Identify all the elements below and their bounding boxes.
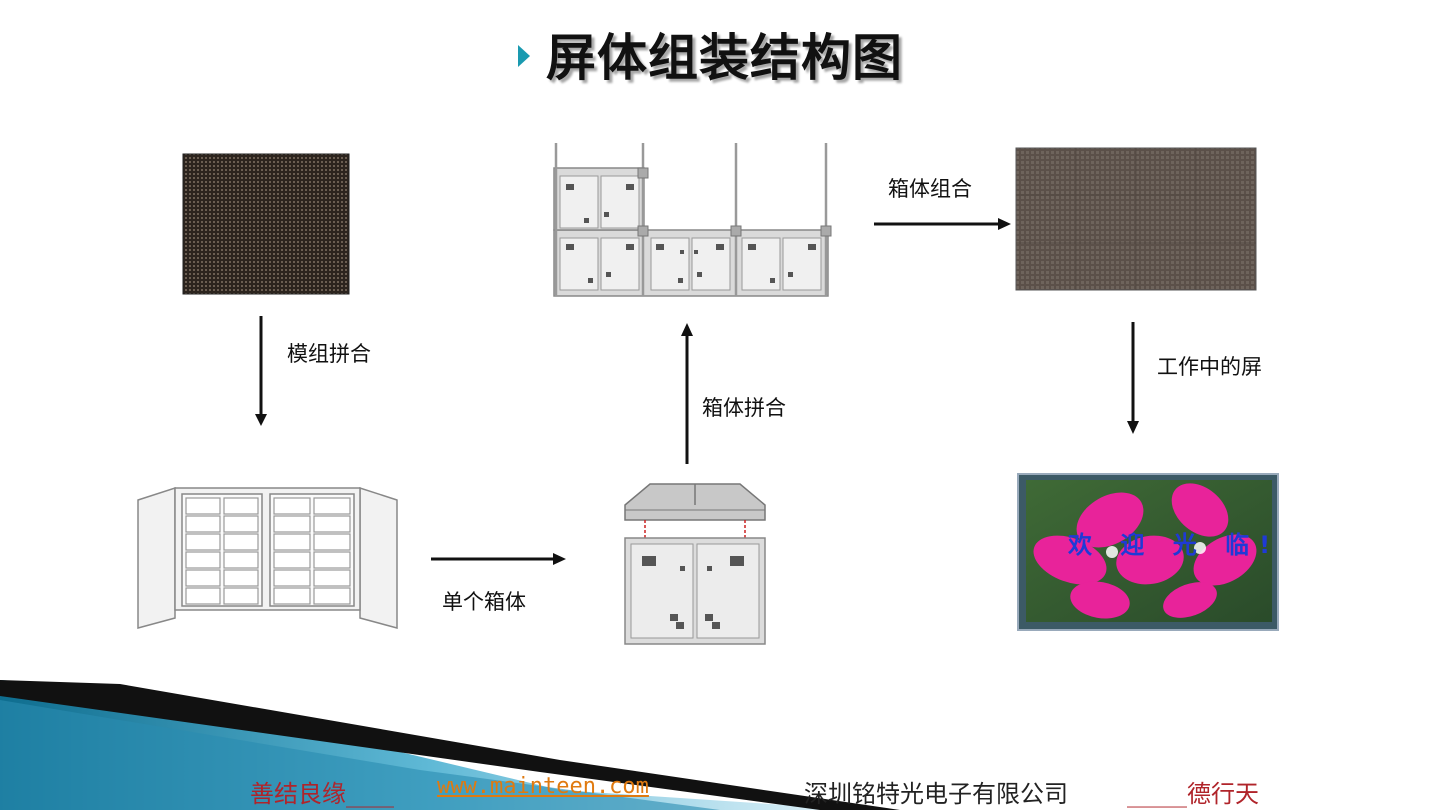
- label-single-cabinet: 单个箱体: [442, 590, 526, 614]
- title-bullet-icon: [518, 45, 530, 67]
- flow-arrows: [255, 218, 1139, 565]
- cabinet-open-image: [137, 486, 398, 629]
- led-module-image: [182, 153, 350, 295]
- footer-url-link[interactable]: www.mainteen.com: [437, 774, 649, 799]
- title-area: 屏体组装结构图: [518, 22, 903, 87]
- page-title: 屏体组装结构图: [546, 29, 903, 87]
- label-cabinet-splice: 箱体拼合: [702, 396, 786, 420]
- working-screen-image: 欢 迎 光 临!: [1017, 473, 1280, 631]
- label-module-splice: 模组拼合: [287, 342, 371, 366]
- footer-slogan-left: 善结良缘____: [250, 780, 394, 808]
- cabinet-splicing-image: [553, 143, 832, 297]
- footer-company-name: 深圳铭特光电子有限公司: [804, 780, 1068, 808]
- footer-motto: _____德行天: [1127, 780, 1259, 808]
- single-cabinet-image: [624, 483, 766, 645]
- combined-screen-image: [1015, 147, 1257, 291]
- label-cabinet-combine: 箱体组合: [888, 177, 972, 201]
- screen-message: 欢 迎 光 临!: [1067, 531, 1280, 559]
- label-working-screen: 工作中的屏: [1157, 355, 1262, 379]
